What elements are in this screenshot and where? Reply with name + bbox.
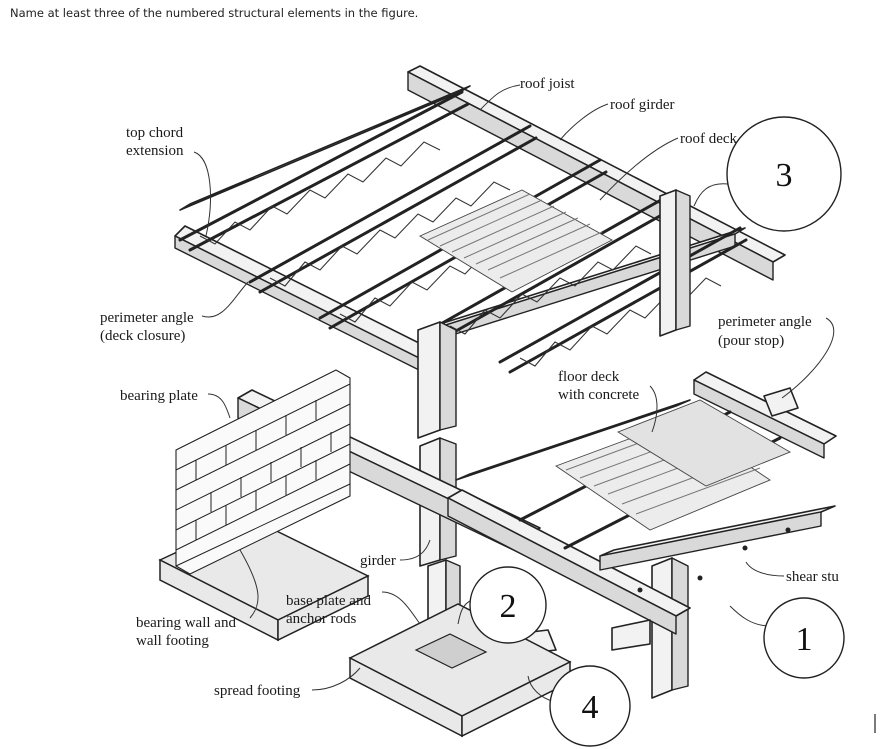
bearing-wall (158, 369, 370, 642)
roof-joist-1 (178, 90, 470, 252)
label-roof-deck: roof deck (680, 131, 738, 147)
label-top-chord: top chord (126, 125, 184, 141)
callout-1-number: 1 (796, 621, 813, 658)
column-bracket (611, 619, 651, 651)
label-base-plate: base plate and (286, 593, 371, 609)
label-bearing-wall: bearing wall and (136, 615, 236, 631)
label-spread-footing: spread footing (214, 683, 301, 699)
label-girder: girder (360, 553, 396, 569)
column-center-upper (417, 321, 441, 439)
shear-studs (637, 527, 791, 593)
roof-joist-2 (248, 124, 538, 294)
column-right-upper (659, 189, 677, 337)
callout-4-number: 4 (582, 689, 599, 726)
floor-back-beam (455, 399, 691, 481)
label-perimeter-angle-deck: perimeter angle (100, 310, 194, 326)
label-perimeter-angle-pour: perimeter angle (718, 314, 812, 330)
callout-3-number: 3 (776, 157, 793, 194)
callout-1: 1 (763, 597, 845, 679)
spread-footing (348, 603, 572, 738)
label-wall-footing: wall footing (136, 633, 209, 649)
base-plate (414, 633, 488, 669)
label-deck-closure: (deck closure) (100, 328, 185, 344)
label-floor-deck-concrete: with concrete (558, 387, 640, 403)
label-roof-girder: roof girder (610, 97, 675, 113)
question-text: Name at least three of the numbered stru… (10, 6, 419, 20)
roof-deck-panel (419, 189, 613, 293)
label-pour-stop: (pour stop) (718, 333, 784, 349)
callout-4: 4 (549, 665, 631, 747)
label-anchor-rods: anchor rods (286, 611, 357, 627)
concrete-slab (616, 399, 792, 487)
label-roof-joist: roof joist (520, 76, 575, 92)
leader-lines (193, 84, 835, 703)
label-floor-deck: floor deck (558, 369, 620, 385)
roof-edge-beam-front-web (174, 235, 436, 379)
callout-2-number: 2 (500, 588, 517, 625)
callout-2: 2 (469, 566, 547, 644)
label-shear-stud: shear stu (786, 569, 839, 585)
callout-3: 3 (726, 116, 842, 232)
label-top-chord-extension: extension (126, 143, 184, 159)
labels: roof joist roof girder roof deck top cho… (100, 76, 839, 699)
roof-side-beam-left (179, 85, 471, 211)
perimeter-angle-pour-stop (763, 387, 799, 417)
label-bearing-plate: bearing plate (120, 388, 198, 404)
floor-deck-panel (555, 399, 792, 531)
